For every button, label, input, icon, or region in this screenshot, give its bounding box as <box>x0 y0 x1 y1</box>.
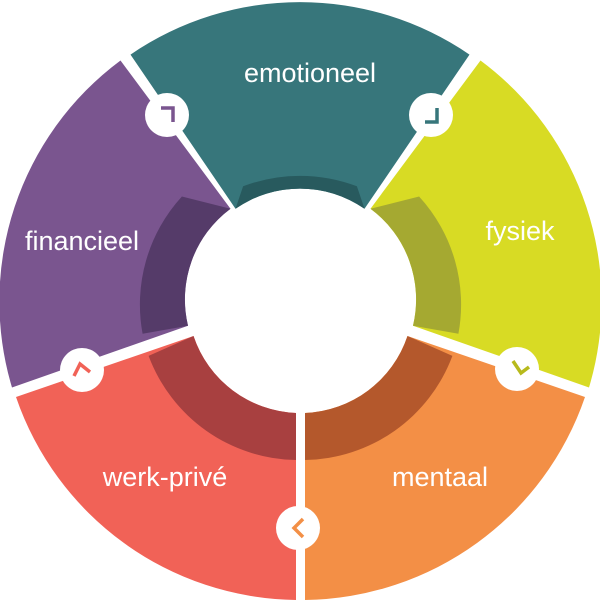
connector-emotioneel-fysiek <box>409 93 453 137</box>
segment-financieel: financieel <box>0 60 231 388</box>
segment-werk-prive: werk-privé <box>16 336 296 600</box>
center-circle <box>190 190 410 410</box>
chevron-icon <box>425 108 439 124</box>
chevron-icon <box>161 106 175 122</box>
segment-label-fysiek: fysiek <box>485 216 555 246</box>
segment-label-werk-prive: werk-privé <box>102 462 228 492</box>
chevron-icon <box>511 360 531 376</box>
segment-mentaal: mentaal <box>305 336 585 600</box>
segment-fysiek: fysiek <box>370 60 600 388</box>
chevron-icon <box>72 361 92 377</box>
connector-mentaal-werk-prive <box>276 506 320 550</box>
connector-financieel-emotioneel <box>145 93 189 137</box>
chevron-icon <box>291 517 305 539</box>
segment-label-mentaal: mentaal <box>392 462 488 492</box>
connector-werk-prive-financieel <box>60 348 104 392</box>
segment-label-emotioneel: emotioneel <box>244 58 376 88</box>
connector-fysiek-mentaal <box>495 347 539 391</box>
segment-label-financieel: financieel <box>25 226 139 256</box>
segment-emotioneel: emotioneel <box>130 2 470 209</box>
